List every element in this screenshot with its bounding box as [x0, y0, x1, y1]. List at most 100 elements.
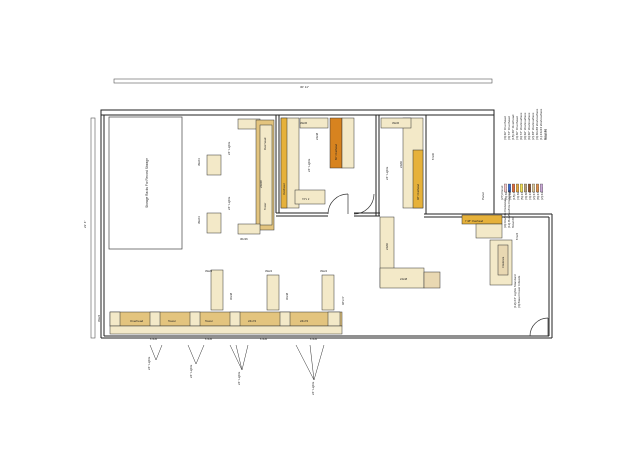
legend-swatch — [504, 183, 507, 193]
cooler-label: Credenza — [501, 256, 505, 268]
bottom-row — [109, 269, 343, 335]
lights-label-b: 24" Lights — [227, 196, 231, 210]
legend: (27) Panel(3) 39x24(3) 39x30(15) 39x36(4… — [500, 108, 548, 308]
legend-swatch — [512, 183, 515, 193]
legend-swatch — [536, 183, 539, 193]
legend-swatch — [528, 183, 531, 193]
lights-label-g: 24" Lights — [237, 371, 241, 385]
dim-3936-a: 39x36 — [300, 121, 308, 125]
lights-label-f: 24" Lights — [189, 364, 193, 378]
legend-item: (4) 30" Overhead — [515, 116, 519, 140]
legend-item: (4) 39x48 — [516, 187, 520, 200]
dim-6730-a: 67x30 — [431, 152, 435, 160]
legend-item: (2) 67x30 — [532, 187, 536, 200]
dim-6736-c: 67x36 — [260, 337, 268, 341]
dim-3924-a: 39x24 — [197, 158, 201, 166]
lights-label-h: 24" Lights — [311, 381, 315, 395]
dim-3048-a: 30x48 — [229, 292, 233, 300]
dim-3924-d: 39x24 — [265, 269, 273, 273]
legend-swatch — [516, 183, 519, 193]
legend-item: (3) 39x30 — [508, 187, 512, 200]
middle-office — [280, 117, 355, 209]
dim-2472-b: 24x72 — [300, 319, 309, 323]
legend-item: (3) 30x48 — [524, 187, 528, 200]
legend-item: (19) 24" Lights Standard — [513, 274, 517, 308]
overhead48-label: 48" Overhead — [416, 184, 420, 200]
legend-item: (15) 39x36 — [512, 185, 516, 200]
dim-3924-f: 39x24 — [97, 314, 101, 322]
panel-label: Panel — [481, 192, 485, 200]
legend-item: (2) 48" Worksurface — [531, 112, 535, 140]
overhead-label-b: Overhead — [282, 183, 286, 195]
legend-item: (3) 72" Overhead — [507, 116, 511, 140]
lights-label-d: 24" Lights — [385, 166, 389, 180]
left-dimension-label: 23' 4" — [83, 221, 87, 228]
left-cluster — [206, 118, 275, 235]
dim-3924-e: 39x24 — [320, 269, 328, 273]
dim-2460-a: 24x60 — [399, 160, 403, 168]
outer-walls — [100, 109, 553, 339]
doors — [327, 193, 549, 337]
top-dimension-label: 30' 11" — [300, 85, 309, 89]
legend-swatch — [524, 183, 527, 193]
dim-6724-a: 67x24 — [515, 232, 519, 240]
dim-6736-d: 67x36 — [310, 337, 318, 341]
legend-item: (6) 72" Worksurface — [519, 112, 523, 140]
storage-racks: Storage Racks For Record Storage — [108, 116, 183, 250]
light-leaders — [149, 344, 325, 381]
legend-item: (11) Box/Box/File Pedestals — [507, 190, 511, 228]
legend-swatch — [520, 183, 523, 193]
right-office — [380, 117, 424, 209]
dim-72: 72"x 2 — [302, 197, 310, 201]
legend-item: (15) 36" Overhead — [511, 114, 515, 140]
legend-item: (9) File/File Pedestals — [503, 198, 507, 228]
legend-item: (5) 24x48 — [520, 187, 524, 200]
panel-overhead — [461, 214, 503, 239]
legend-item: (1) 24x24 Worksurface — [539, 108, 543, 140]
lights-label-e: 24" Lights — [147, 356, 151, 370]
lights-label-c: 24" Lights — [307, 158, 311, 172]
legend-item: (8) 67x36 — [536, 187, 540, 200]
dim-4872: 48"x72" — [341, 296, 345, 305]
storage-label: Storage Racks For Record Storage — [145, 158, 149, 208]
overhead-label-a: Overhead — [263, 137, 267, 150]
dim-3048-b: 30x48 — [285, 292, 289, 300]
dim-2448-c: 24x48 — [400, 277, 408, 281]
dim-2448-a: 24x48 — [259, 180, 263, 188]
lights-label-a: 24" Lights — [227, 141, 231, 155]
legend-total: Total 32 — [543, 129, 547, 140]
tower-label-a: Tower — [263, 202, 267, 210]
legend-item: (3) 60" Overhead — [503, 116, 507, 140]
legend-item: (6) 60" Worksurface — [527, 112, 531, 140]
dim-3924-b: 39x24 — [197, 216, 201, 224]
left-dimension: 23' 4" — [83, 117, 96, 339]
tower-label-c: Tower — [205, 319, 213, 323]
legend-total: Total 23 — [544, 129, 548, 140]
legend-item: (3) 30x48 Worksurface — [535, 108, 539, 140]
overhead60-label: 60" Overhead — [334, 144, 338, 160]
dim-6736-b: 67x36 — [205, 337, 213, 341]
lower-right-cluster — [379, 216, 513, 289]
legend-swatch — [532, 183, 535, 193]
dim-3924-c: 39x24 — [205, 269, 213, 273]
legend-swatch — [540, 183, 543, 193]
legend-item: (9) 66" Worksurface — [523, 112, 527, 140]
legend-swatch — [508, 183, 511, 193]
legend-item: (3) Base Power Infeeds — [517, 275, 521, 308]
dim-3936-b: 39x36 — [392, 121, 400, 125]
legend-total: Total 20 — [511, 217, 515, 228]
legend-item: (27) Panel — [500, 185, 504, 200]
dim-3036-a: 30x36 — [240, 237, 248, 241]
legend-item: (2) 61x42 — [540, 187, 544, 200]
overhead72-label: 7 48" Overhead — [465, 219, 484, 223]
dim-2448-b: 24x48 — [315, 132, 319, 140]
dim-2460-b: 24x60 — [385, 242, 389, 250]
dim-6736-a: 67x36 — [150, 337, 158, 341]
legend-item: (4) 24x60 — [528, 187, 532, 200]
top-dimension: 30' 11" — [113, 78, 493, 89]
dim-2472-a: 24x72 — [248, 319, 257, 323]
tower-label-b: Tower — [168, 319, 176, 323]
legend-item: (3) 39x24 — [504, 187, 508, 200]
overhead-label-c: Overhead — [130, 319, 144, 323]
